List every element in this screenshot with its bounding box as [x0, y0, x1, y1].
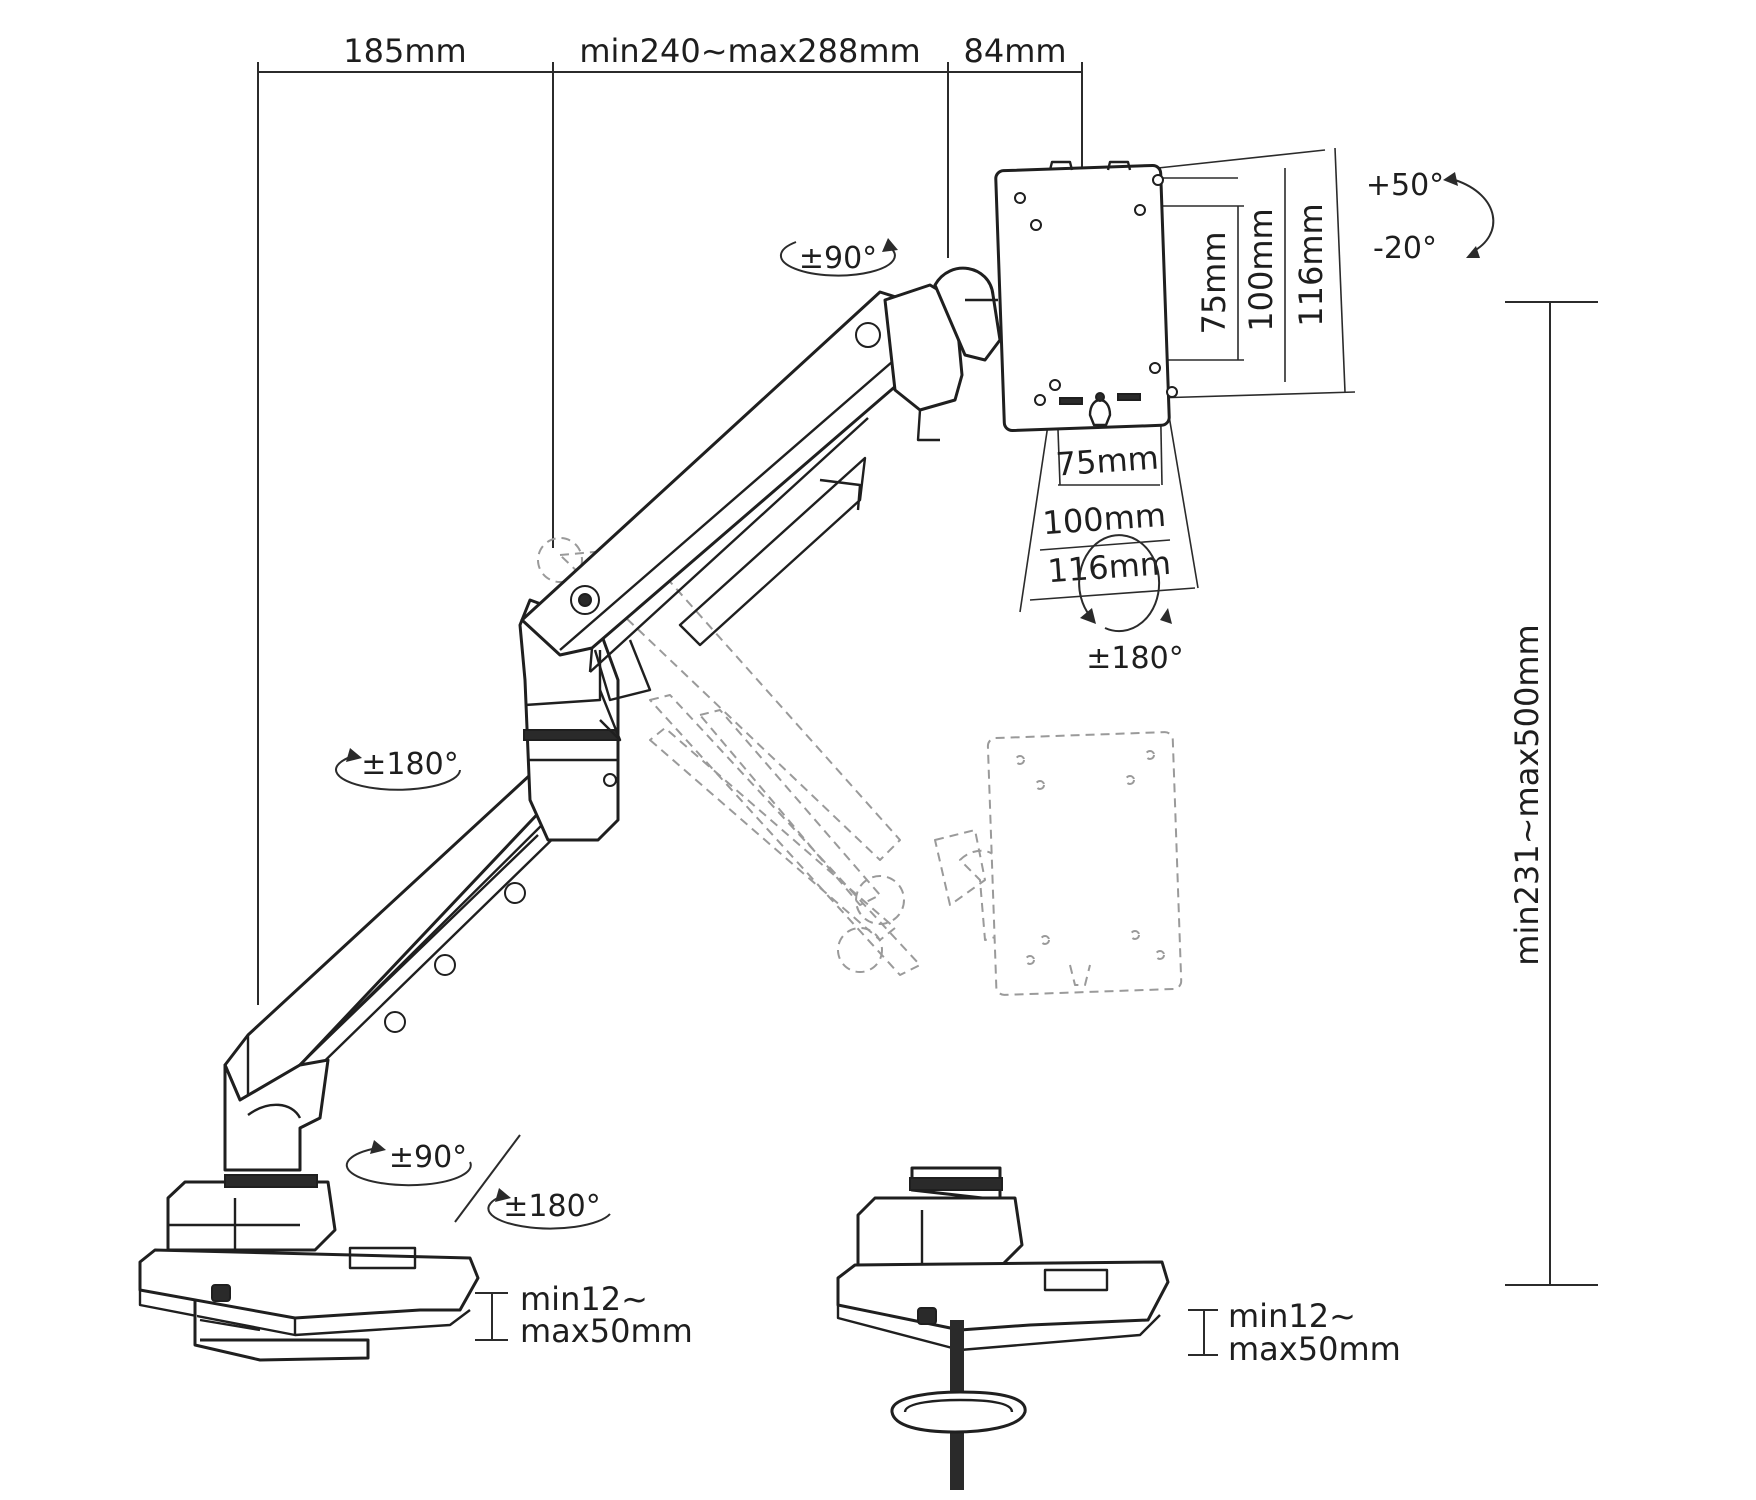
dim-height-label: min231~max500mm [1508, 624, 1546, 965]
base-swivel-label: ±90° [389, 1140, 467, 1175]
vesa-horizontal-75mm-label: 75mm [1055, 438, 1160, 483]
clamp-range-left-line2: max50mm [520, 1312, 693, 1350]
base-rotation-label: ±180° [503, 1189, 600, 1224]
tilt-up-label: +50° [1366, 168, 1444, 203]
clamp-range-left-marker [475, 1292, 508, 1341]
vesa-horizontal-100mm-label: 100mm [1041, 496, 1167, 543]
dim-84mm-label: 84mm [963, 32, 1066, 70]
grommet-base-right [836, 1166, 1170, 1490]
clamp-range-right-line2: max50mm [1228, 1330, 1401, 1368]
vesa-vertical-116mm-label: 116mm [1292, 203, 1330, 326]
clamp-range-left-line1: min12~ [520, 1280, 648, 1318]
dim-arm-length-label: min240~max288mm [579, 32, 920, 70]
dim-185mm-label: 185mm [343, 32, 466, 70]
base-swivel-arc-icon [345, 1140, 472, 1187]
vesa-vertical-75mm-label: 75mm [1195, 231, 1233, 334]
height-dimension-line [1505, 301, 1598, 1286]
vesa-vertical-100mm-label: 100mm [1242, 208, 1280, 331]
monitor-arm [223, 266, 1002, 1172]
plate-rotation-arc-icon [1078, 534, 1172, 633]
head-swivel-label: ±90° [799, 241, 877, 276]
tilt-arc-icon [1443, 172, 1495, 258]
base-divider-line [454, 1134, 521, 1223]
plate-rotation-label: ±180° [1086, 641, 1183, 676]
tilt-down-label: -20° [1373, 231, 1437, 266]
clamp-range-right-line1: min12~ [1228, 1297, 1356, 1335]
base-rotation-arc-icon [487, 1188, 611, 1230]
vesa-horizontal-116mm-label: 116mm [1046, 544, 1172, 591]
head-joint [883, 283, 964, 412]
vesa-plate [994, 160, 1178, 433]
head-swivel-arc-icon [779, 238, 898, 277]
clamp-range-right-marker [1188, 1309, 1218, 1356]
top-dimension-lines [257, 62, 1083, 1005]
lower-arm [223, 766, 567, 1102]
clamp-base-left [138, 1174, 480, 1362]
elbow-swivel-label: ±180° [361, 747, 458, 782]
elbow-swivel-arc-icon [335, 748, 461, 791]
